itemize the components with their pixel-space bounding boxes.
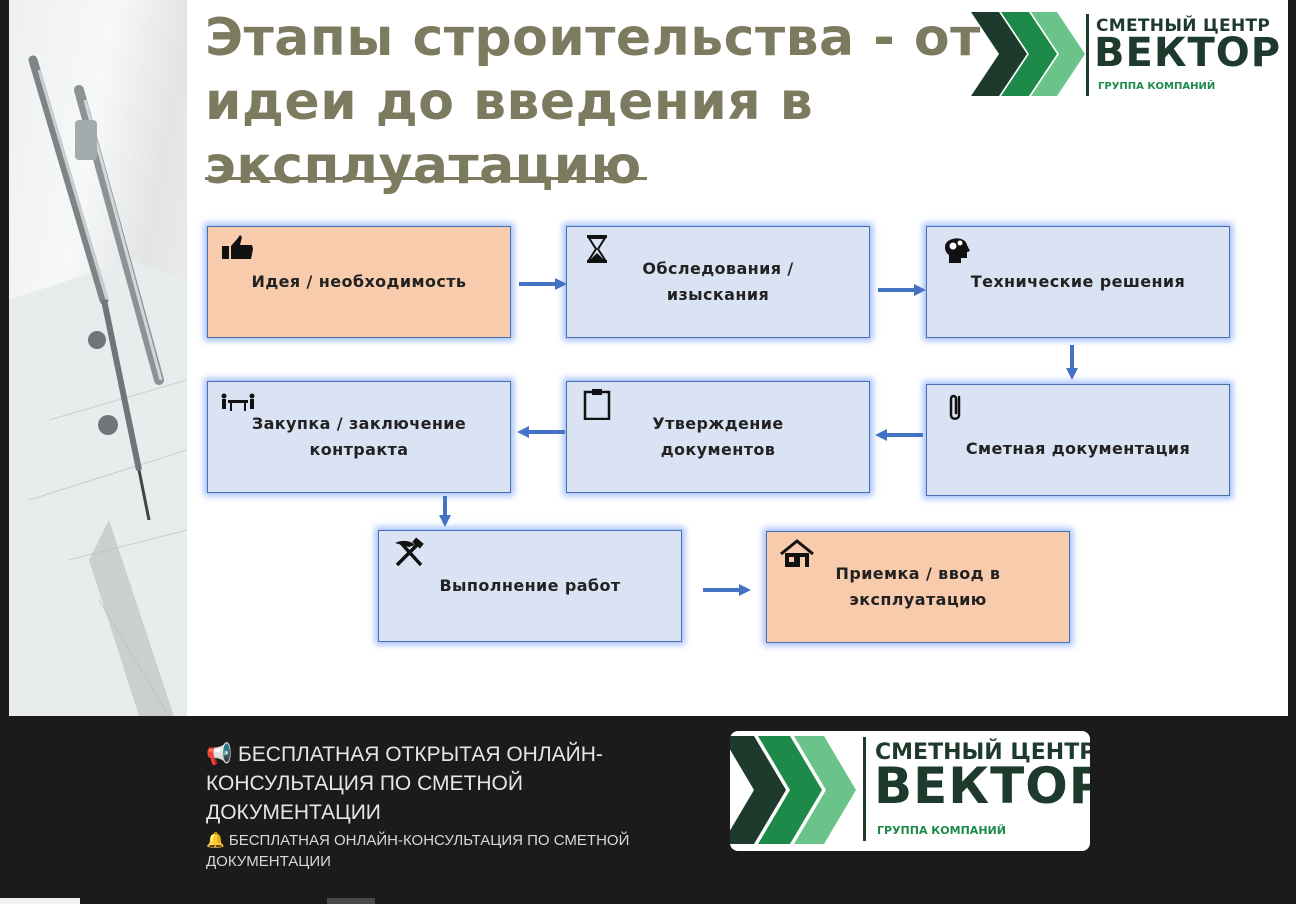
step-acceptance: Приемка / ввод в эксплуатацию xyxy=(766,531,1070,643)
channel-logo[interactable]: СМЕТНЫЙ ЦЕНТР ВЕКТОР ГРУППА КОМПАНИЙ xyxy=(730,731,1090,851)
logo-line-1: СМЕТНЫЙ ЦЕНТР xyxy=(875,740,1090,765)
head-gears-icon xyxy=(945,238,970,263)
step-label: Идея / необходимость xyxy=(251,272,467,291)
step-label: Обследования / изыскания xyxy=(642,259,794,304)
meeting-table-icon xyxy=(221,393,255,411)
arrow-down xyxy=(439,496,451,527)
paperclip-icon xyxy=(949,394,961,420)
logo-line-2: ВЕКТОР xyxy=(1094,30,1282,76)
arrow-right xyxy=(519,278,567,290)
thumbs-up-icon xyxy=(222,235,253,259)
presentation-slide: Этапы строительства - от идеи до введени… xyxy=(9,0,1288,716)
slide-title: Этапы строительства - от идеи до введени… xyxy=(205,6,985,198)
brand-logo: СМЕТНЫЙ ЦЕНТР ВЕКТОР ГРУППА КОМПАНИЙ xyxy=(969,8,1281,100)
title-line-3: эксплуатацию xyxy=(205,136,642,196)
bottom-tab[interactable] xyxy=(327,898,375,904)
step-works: Выполнение работ xyxy=(378,530,682,642)
step-label: Утверждение документов xyxy=(652,414,784,459)
video-title-text: БЕСПЛАТНАЯ ОТКРЫТАЯ ОНЛАЙН-КОНСУЛЬТАЦИЯ … xyxy=(206,743,603,824)
title-line-1: Этапы строительства - от xyxy=(205,8,981,68)
logo-line-1: СМЕТНЫЙ ЦЕНТР xyxy=(1096,16,1271,36)
title-strikethrough xyxy=(205,177,647,180)
megaphone-icon: 📢 xyxy=(206,743,233,766)
arrow-right xyxy=(703,584,751,596)
arrow-down xyxy=(1066,345,1078,380)
house-icon xyxy=(780,539,814,567)
step-label: Закупка / заключение контракта xyxy=(251,414,467,459)
video-subtitle: 🔔 БЕСПЛАТНАЯ ОНЛАЙН-КОНСУЛЬТАЦИЯ ПО СМЕТ… xyxy=(206,830,676,872)
step-estimates: Сметная документация xyxy=(926,384,1230,496)
step-procurement: Закупка / заключение контракта xyxy=(207,381,511,493)
step-idea: Идея / необходимость xyxy=(207,226,511,338)
step-label: Технические решения xyxy=(970,272,1186,291)
logo-line-2: ВЕКТОР xyxy=(874,757,1090,815)
video-info-footer: 📢 БЕСПЛАТНАЯ ОТКРЫТАЯ ОНЛАЙН-КОНСУЛЬТАЦИ… xyxy=(0,716,1296,904)
bell-icon: 🔔 xyxy=(206,832,225,849)
bottom-tab-active[interactable] xyxy=(0,898,80,904)
step-label: Выполнение работ xyxy=(439,576,621,595)
arrow-left xyxy=(875,429,923,441)
step-label: Приемка / ввод в эксплуатацию xyxy=(835,564,1001,609)
chevrons-icon xyxy=(730,736,856,844)
logo-line-3: ГРУППА КОМПАНИЙ xyxy=(877,824,1006,837)
chevrons-icon xyxy=(971,12,1085,96)
bottom-tab-strip xyxy=(0,898,1296,904)
step-label: Сметная документация xyxy=(965,438,1191,458)
step-surveys: Обследования / изыскания xyxy=(566,226,870,338)
hourglass-icon xyxy=(587,235,607,263)
step-tech-solutions: Технические решения xyxy=(926,226,1230,338)
step-approval: Утверждение документов xyxy=(566,381,870,493)
video-subtitle-text: БЕСПЛАТНАЯ ОНЛАЙН-КОНСУЛЬТАЦИЯ ПО СМЕТНО… xyxy=(206,832,630,870)
compass-photo xyxy=(9,0,187,716)
arrow-left xyxy=(517,426,565,438)
hammer-pick-icon xyxy=(395,537,424,567)
title-line-2: идеи до введения в xyxy=(205,72,814,132)
arrow-right xyxy=(878,284,926,296)
logo-line-3: ГРУППА КОМПАНИЙ xyxy=(1098,81,1216,92)
video-title[interactable]: 📢 БЕСПЛАТНАЯ ОТКРЫТАЯ ОНЛАЙН-КОНСУЛЬТАЦИ… xyxy=(206,740,656,827)
clipboard-icon xyxy=(583,389,611,420)
